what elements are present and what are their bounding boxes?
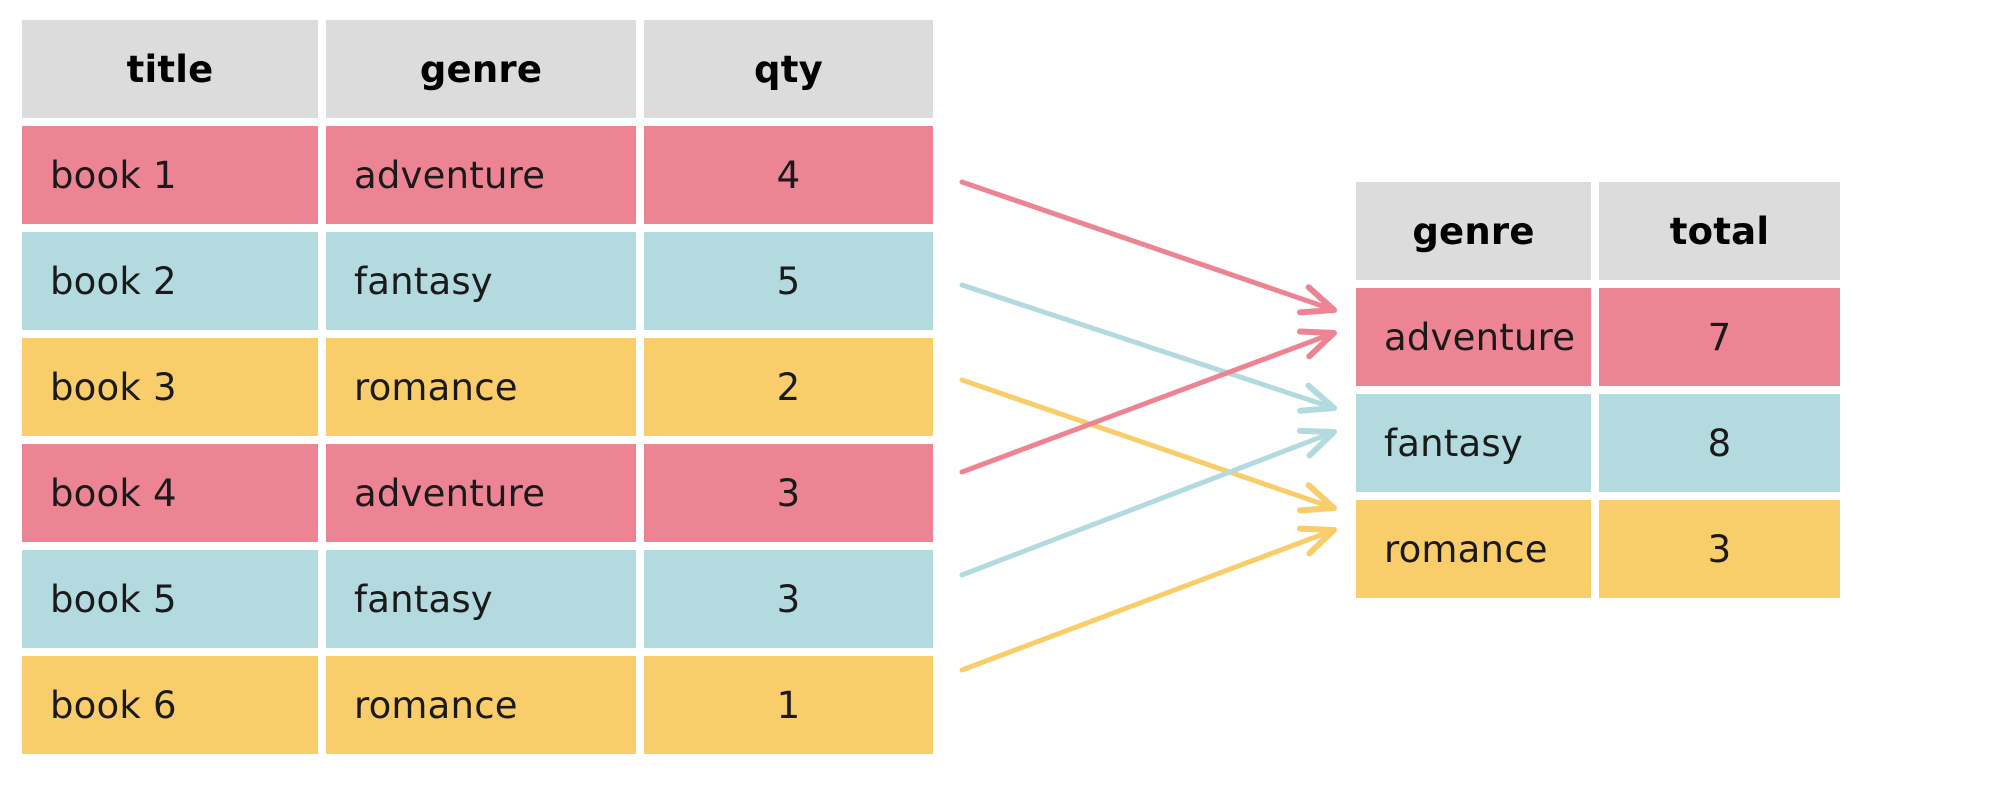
table-row: 3 [1599,500,1840,598]
table-row: adventure [326,126,636,224]
table-row: book 3 [22,338,318,436]
table-row: book 1 [22,126,318,224]
arrow-head-icon [1297,525,1337,557]
books-source-table: title genre qty book 1 adventure 4 book … [22,20,933,754]
table-row: 3 [644,444,933,542]
table-row: 1 [644,656,933,754]
table-row: 7 [1599,288,1840,386]
table-row: 5 [644,232,933,330]
source-header-qty: qty [644,20,933,118]
arrow-head-icon [1297,328,1337,360]
arrow-head-icon [1297,482,1337,514]
arrow-layer [959,179,1337,673]
arrow-teal [959,282,1337,414]
arrow-pink [959,328,1337,475]
table-row: adventure [326,444,636,542]
table-row: book 6 [22,656,318,754]
arrow-head-icon [1297,427,1337,459]
arrow-yellow [959,377,1337,514]
table-row: book 2 [22,232,318,330]
source-header-genre: genre [326,20,636,118]
arrow-yellow [959,525,1337,673]
arrow-teal [959,427,1337,578]
source-header-title: title [22,20,318,118]
table-row: fantasy [1356,394,1591,492]
table-row: book 4 [22,444,318,542]
result-header-genre: genre [1356,182,1591,280]
result-header-total: total [1599,182,1840,280]
table-row: romance [1356,500,1591,598]
table-row: adventure [1356,288,1591,386]
arrow-head-icon [1297,382,1337,414]
table-row: romance [326,656,636,754]
table-row: 3 [644,550,933,648]
table-row: fantasy [326,550,636,648]
table-row: 8 [1599,394,1840,492]
table-row: 2 [644,338,933,436]
table-row: book 5 [22,550,318,648]
table-row: romance [326,338,636,436]
arrow-pink [959,179,1337,316]
arrow-head-icon [1297,284,1337,316]
table-row: fantasy [326,232,636,330]
table-row: 4 [644,126,933,224]
genre-totals-table: genre total adventure 7 fantasy 8 romanc… [1356,182,1840,598]
